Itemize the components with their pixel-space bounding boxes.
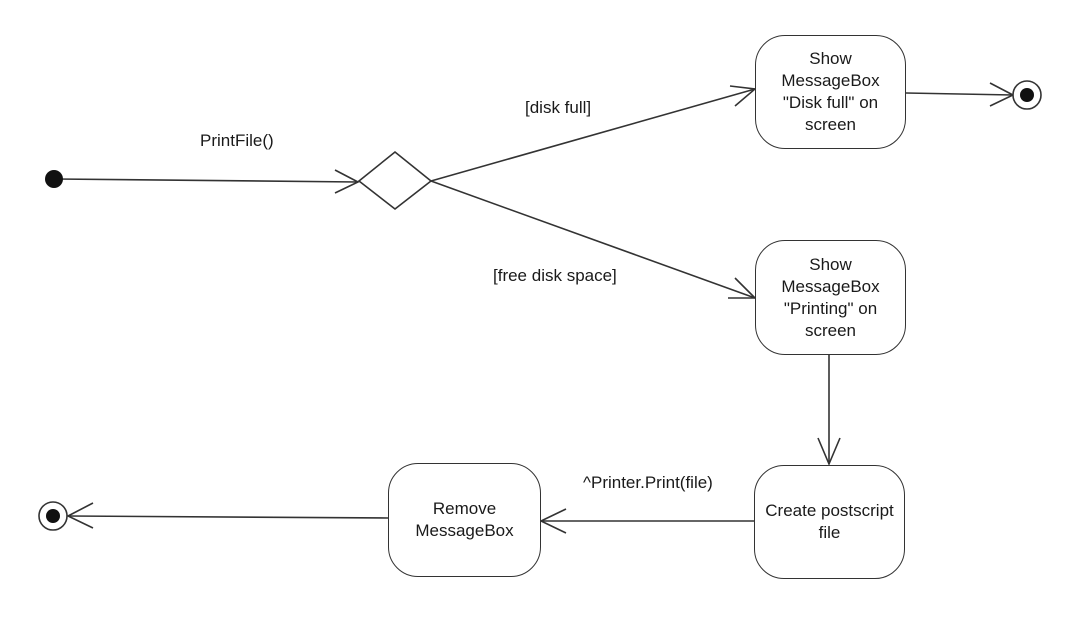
flow-to-final-top bbox=[905, 92, 1014, 96]
state-show-disk-full: Show MessageBox "Disk full" on screen bbox=[755, 35, 906, 149]
arrowhead bbox=[729, 85, 757, 107]
final-node-bottom bbox=[46, 509, 60, 523]
flow-initial-to-decision bbox=[54, 178, 359, 183]
arrowhead bbox=[728, 277, 757, 299]
state-create-postscript: Create postscript file bbox=[754, 465, 905, 579]
arrowhead bbox=[817, 437, 841, 467]
state-line: Remove bbox=[432, 499, 497, 518]
state-line: MessageBox bbox=[781, 276, 880, 296]
state-line: Show bbox=[809, 254, 852, 274]
arrowhead bbox=[539, 508, 567, 534]
state-show-printing: Show MessageBox "Printing" on screen bbox=[755, 240, 906, 355]
state-line: "Printing" on bbox=[783, 298, 878, 318]
state-line: screen bbox=[804, 115, 857, 134]
arrowhead bbox=[334, 169, 360, 194]
flow-to-printing bbox=[430, 180, 756, 299]
state-line: Show bbox=[809, 49, 852, 68]
decision-diamond bbox=[357, 150, 433, 211]
guard-label-free-disk-space: [free disk space] bbox=[493, 266, 617, 285]
initial-node bbox=[45, 170, 63, 188]
state-line: MessageBox bbox=[415, 521, 514, 540]
state-line: screen bbox=[804, 320, 857, 340]
state-remove-messagebox: Remove MessageBox bbox=[388, 463, 541, 577]
state-line: file bbox=[818, 523, 841, 542]
flow-to-final-bottom bbox=[67, 515, 389, 519]
flow-to-disk-full bbox=[430, 88, 756, 182]
arrowhead bbox=[66, 502, 94, 529]
final-node-top bbox=[1020, 88, 1034, 102]
state-line: MessageBox bbox=[781, 71, 880, 90]
transition-label-printfile: PrintFile() bbox=[200, 131, 274, 150]
state-line: "Disk full" on bbox=[782, 93, 879, 112]
state-line: Create postscript bbox=[765, 501, 894, 520]
transition-label-printer-print: ^Printer.Print(file) bbox=[583, 473, 713, 492]
guard-label-disk-full: [disk full] bbox=[525, 98, 592, 117]
